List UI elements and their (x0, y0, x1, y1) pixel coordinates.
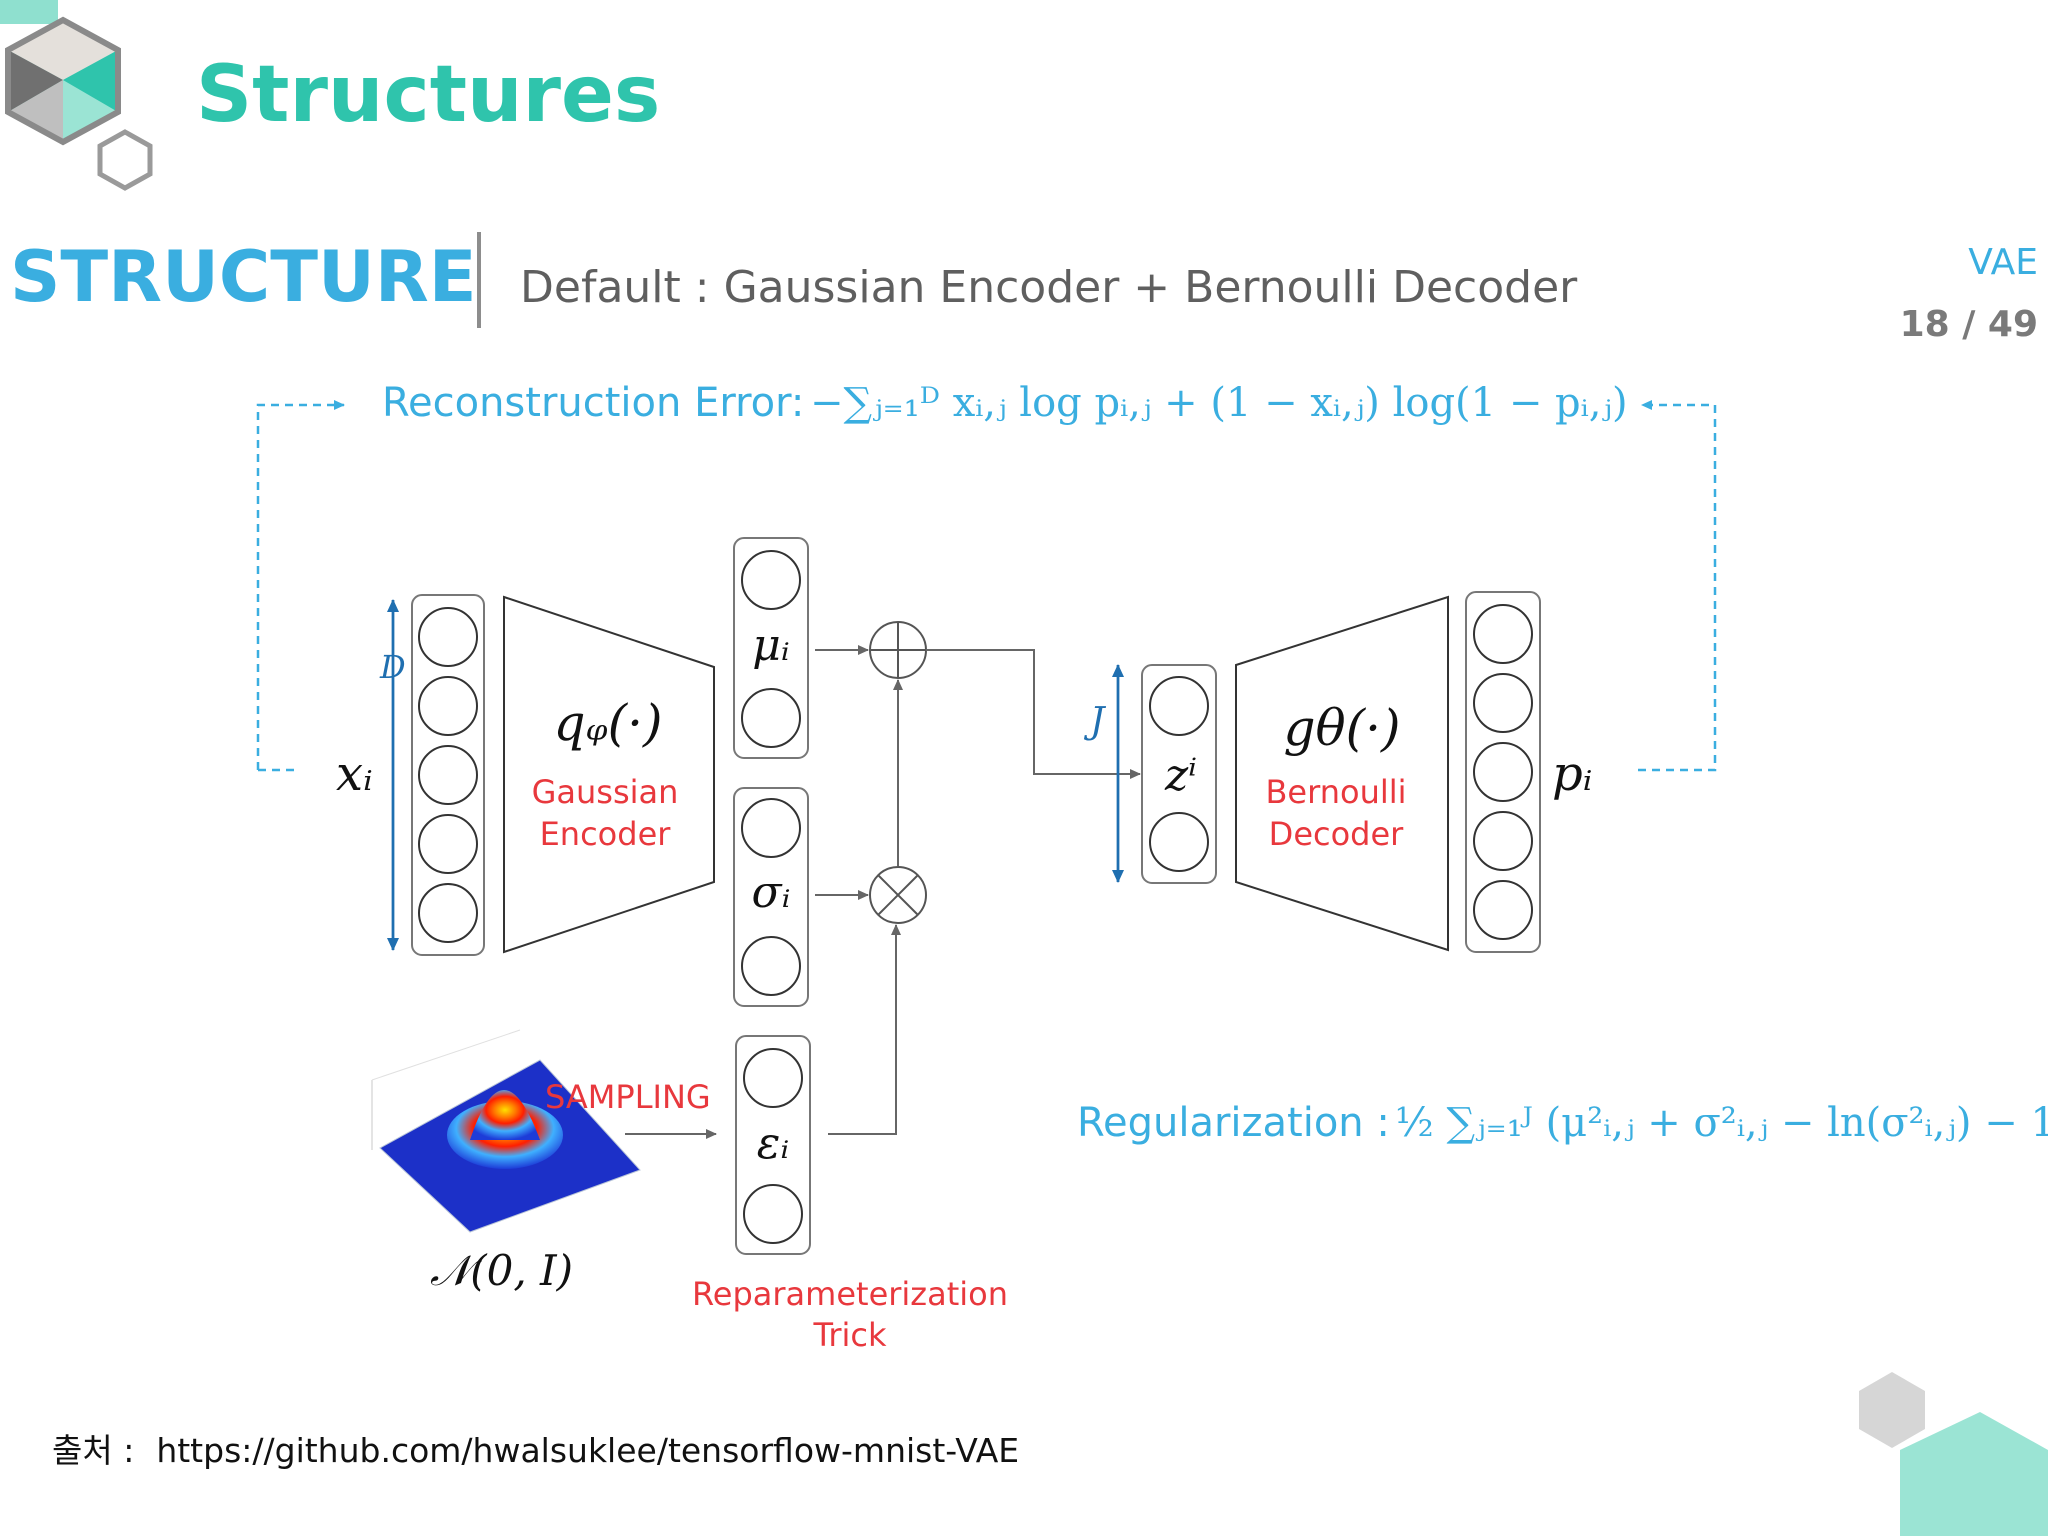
encoder-function: qᵩ(·) (554, 694, 663, 752)
input-dim-label: D (379, 648, 406, 686)
regularization-label: Regularization : (1077, 1100, 1390, 1146)
source-footer: 출처 : https://github.com/hwalsuklee/tensor… (52, 1424, 1019, 1472)
mu-label: μᵢ (752, 620, 789, 671)
decoder-function: gθ(·) (1283, 699, 1400, 757)
corner-hexagons-icon (1859, 1372, 2048, 1536)
gaussian-surface-icon (371, 1029, 641, 1233)
section-heading: STRUCTURE (10, 236, 477, 318)
plus-to-latent-arrow (926, 649, 1141, 779)
latent-label: zⁱ (1164, 750, 1197, 801)
input-node (418, 676, 478, 736)
input-node (418, 745, 478, 805)
source-link[interactable]: https://github.com/hwalsuklee/tensorflow… (156, 1431, 1020, 1470)
encoder-name-line1: Gaussian (532, 773, 679, 811)
mu-node (741, 550, 801, 610)
page-separator: / (1949, 304, 1988, 345)
normal-distribution-label: 𝒩(0, I) (430, 1246, 573, 1295)
decoder-name-line2: Decoder (1269, 815, 1405, 853)
slide-subtitle: Default : Gaussian Encoder + Bernoulli D… (520, 262, 1578, 313)
page-total: 49 (1987, 304, 2038, 345)
decoder-name-line1: Bernoulli (1265, 773, 1406, 811)
input-node (418, 607, 478, 667)
latent-node (1149, 676, 1209, 736)
decoder-block (1235, 595, 1449, 952)
recon-loop-left (256, 400, 345, 770)
output-node (1473, 811, 1533, 871)
sigma-node (741, 798, 801, 858)
logo-cubes-icon (0, 0, 153, 191)
sampling-label: SAMPLING (545, 1078, 711, 1116)
sigma-label: σᵢ (752, 867, 791, 918)
input-node (418, 883, 478, 943)
source-label: 출처 : (52, 1431, 135, 1470)
output-node (1473, 604, 1533, 664)
reconstruction-label: Reconstruction Error: (382, 380, 804, 426)
sigma-node (741, 936, 801, 996)
output-node (1473, 742, 1533, 802)
slide-title: Structures (196, 50, 661, 140)
reconstruction-formula: −∑ⱼ₌₁ᴰ xᵢ,ⱼ log pᵢ,ⱼ + (1 − xᵢ,ⱼ) log(1 … (810, 380, 1628, 426)
encoder-block (503, 595, 715, 954)
output-node (1473, 880, 1533, 940)
page-current: 18 (1899, 304, 1950, 345)
epsilon-node (743, 1184, 803, 1244)
recon-loop-right (1638, 400, 1717, 772)
mu-node (741, 688, 801, 748)
encoder-name-line2: Encoder (540, 815, 672, 853)
epsilon-node (743, 1048, 803, 1108)
input-label: xᵢ (336, 746, 373, 802)
output-node (1473, 673, 1533, 733)
epsilon-label: εᵢ (757, 1118, 789, 1169)
input-node (418, 814, 478, 874)
reparam-label-line2: Trick (812, 1316, 886, 1354)
heading-divider (477, 232, 481, 328)
output-label: pᵢ (1552, 746, 1592, 802)
topic-tag: VAE (1968, 242, 2038, 283)
page-number: 18 / 49 (1900, 304, 2038, 345)
regularization-formula: ½ ∑ⱼ₌₁ᴶ (μ²ᵢ,ⱼ + σ²ᵢ,ⱼ − ln(σ²ᵢ,ⱼ) − 1) (1395, 1100, 2048, 1146)
reparam-label-line1: Reparameterization (692, 1275, 1008, 1313)
epsilon-to-times-arrow (828, 924, 901, 1135)
latent-dim-label: J (1083, 701, 1107, 742)
latent-node (1149, 812, 1209, 872)
